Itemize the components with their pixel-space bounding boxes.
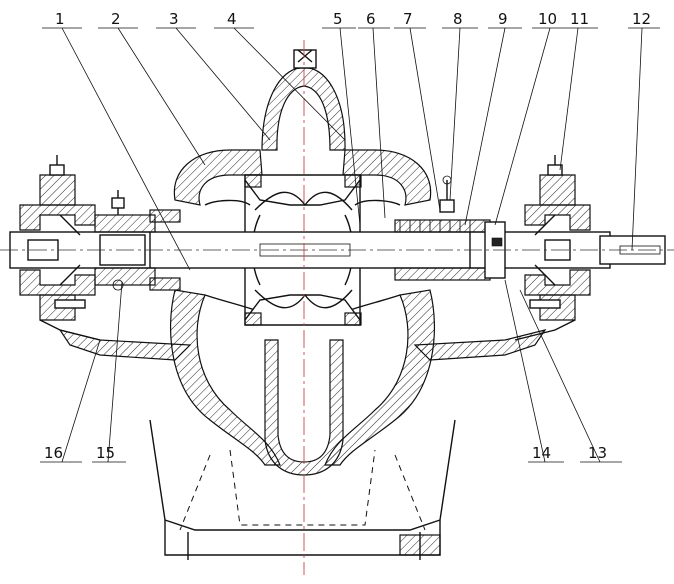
callouts-top: 1 2 3 4 5 6 7 8 9 10 11 12 <box>55 10 651 28</box>
callout-16: 16 <box>44 444 63 462</box>
leader-lines-top <box>42 27 660 271</box>
callout-2: 2 <box>111 10 121 28</box>
callout-13: 13 <box>588 444 607 462</box>
callout-1: 1 <box>55 10 65 28</box>
leader-lines-bottom <box>40 279 622 463</box>
volute-casing <box>58 49 547 476</box>
callout-15: 15 <box>96 444 115 462</box>
left-seal-assembly <box>94 190 181 291</box>
callout-12: 12 <box>632 10 651 28</box>
callout-9: 9 <box>498 10 508 28</box>
callout-3: 3 <box>169 10 179 28</box>
callout-7: 7 <box>403 10 413 28</box>
callouts-bottom: 16 15 14 13 <box>44 444 607 462</box>
callout-5: 5 <box>333 10 343 28</box>
callout-6: 6 <box>366 10 376 28</box>
callout-10: 10 <box>538 10 557 28</box>
callout-4: 4 <box>227 10 237 28</box>
pump-base <box>149 419 456 560</box>
callout-11: 11 <box>570 10 589 28</box>
callout-8: 8 <box>453 10 463 28</box>
callout-14: 14 <box>532 444 551 462</box>
